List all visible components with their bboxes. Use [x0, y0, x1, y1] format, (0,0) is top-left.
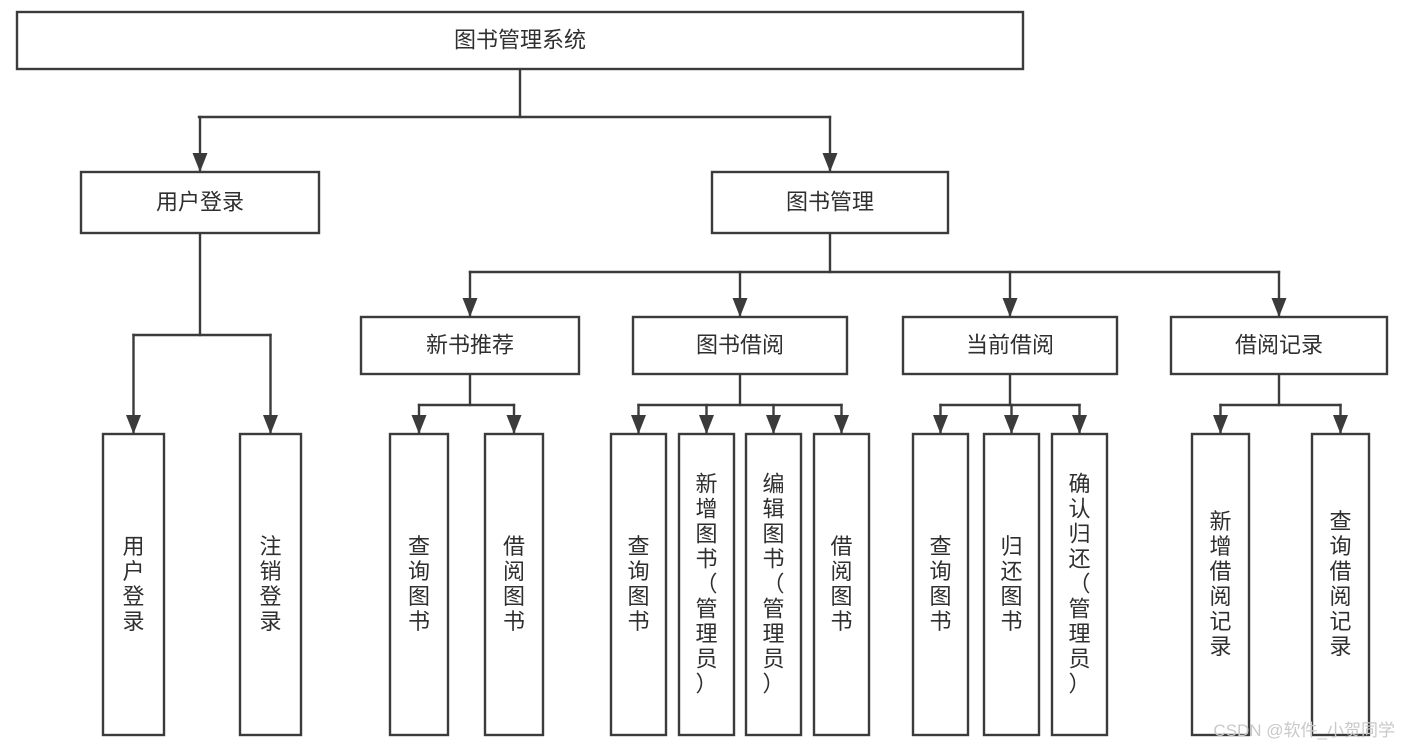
arrow-head-icon	[192, 153, 208, 172]
node-box-rect[interactable]	[359, 315, 581, 376]
arrow-head-icon	[462, 298, 478, 317]
node-label: 编辑图书（管理员）	[762, 472, 784, 697]
arrow-head-icon	[1004, 415, 1019, 434]
node-box-rect[interactable]	[1169, 315, 1389, 376]
node-label: 当前借阅	[966, 332, 1054, 357]
node-label: 用户登录	[156, 189, 244, 214]
node-label: 查询图书	[929, 534, 951, 634]
arrow-head-icon	[1333, 415, 1348, 434]
node-label: 注销登录	[259, 534, 281, 634]
node-leaf-user-logout[interactable]: 注销登录	[238, 432, 303, 737]
node-box-rect[interactable]	[15, 10, 1025, 71]
node-label: 查询图书	[627, 534, 649, 634]
nodes-layer: 图书管理系统用户登录图书管理新书推荐图书借阅当前借阅借阅记录用户登录注销登录查询…	[15, 10, 1389, 737]
node-box-rect[interactable]	[631, 315, 849, 376]
arrow-head-icon	[834, 415, 849, 434]
node-box-rect[interactable]	[710, 170, 950, 235]
node-leaf-query-book-rec[interactable]: 查询图书	[388, 432, 450, 737]
node-label: 借阅记录	[1235, 332, 1323, 357]
node-label: 借阅图书	[830, 534, 852, 634]
arrow-head-icon	[699, 415, 714, 434]
arrow-head-icon	[631, 415, 646, 434]
arrow-head-icon	[263, 415, 278, 434]
node-label: 归还图书	[1000, 534, 1022, 634]
node-box-rect[interactable]	[238, 432, 303, 737]
node-label: 图书借阅	[696, 332, 784, 357]
node-box-rect[interactable]	[483, 432, 545, 737]
node-box-rect[interactable]	[812, 432, 871, 737]
node-leaf-return-book[interactable]: 归还图书	[982, 432, 1041, 737]
node-box-rect[interactable]	[79, 170, 321, 235]
node-label: 借阅图书	[503, 534, 525, 634]
node-box-rect[interactable]	[609, 432, 668, 737]
csdn-watermark: CSDN @软件_小贺同学	[1213, 721, 1395, 740]
node-leaf-query-book-borrow[interactable]: 查询图书	[609, 432, 668, 737]
node-box-rect[interactable]	[1310, 432, 1371, 737]
node-book-borrow[interactable]: 图书借阅	[631, 315, 849, 376]
node-box-rect[interactable]	[1050, 432, 1109, 737]
node-label: 图书管理系统	[454, 27, 586, 52]
arrow-head-icon	[126, 415, 141, 434]
node-box-rect[interactable]	[911, 432, 970, 737]
node-box-rect[interactable]	[982, 432, 1041, 737]
node-leaf-add-borrow-record[interactable]: 新增借阅记录	[1190, 432, 1251, 737]
arrow-head-icon	[1213, 415, 1228, 434]
node-book-manage[interactable]: 图书管理	[710, 170, 950, 235]
node-label: 查询图书	[408, 534, 430, 634]
node-box-rect[interactable]	[901, 315, 1119, 376]
node-leaf-user-login[interactable]: 用户登录	[101, 432, 166, 737]
node-leaf-borrow-book[interactable]: 借阅图书	[812, 432, 871, 737]
node-leaf-confirm-return-admin[interactable]: 确认归还（管理员）	[1050, 432, 1109, 737]
node-box-rect[interactable]	[677, 432, 736, 737]
node-leaf-edit-book-admin[interactable]: 编辑图书（管理员）	[744, 432, 803, 737]
node-label: 确认归还（管理员）	[1068, 472, 1090, 697]
arrow-head-icon	[1072, 415, 1087, 434]
arrow-head-icon	[1271, 298, 1287, 317]
node-box-rect[interactable]	[101, 432, 166, 737]
node-leaf-borrow-book-rec[interactable]: 借阅图书	[483, 432, 545, 737]
node-current-borrow[interactable]: 当前借阅	[901, 315, 1119, 376]
node-box-rect[interactable]	[388, 432, 450, 737]
node-label: 新增图书（管理员）	[695, 472, 717, 697]
node-user-login[interactable]: 用户登录	[79, 170, 321, 235]
node-leaf-query-borrow-record[interactable]: 查询借阅记录	[1310, 432, 1371, 737]
node-box-rect[interactable]	[1190, 432, 1251, 737]
node-borrow-record[interactable]: 借阅记录	[1169, 315, 1389, 376]
connectors-layer	[126, 67, 1348, 435]
node-box-rect[interactable]	[744, 432, 803, 737]
node-root[interactable]: 图书管理系统	[15, 10, 1025, 71]
node-label: 新书推荐	[426, 332, 514, 357]
node-label: 新增借阅记录	[1209, 509, 1231, 659]
node-new-book-recommend[interactable]: 新书推荐	[359, 315, 581, 376]
arrow-head-icon	[411, 415, 427, 434]
node-label: 用户登录	[122, 534, 144, 634]
arrow-head-icon	[933, 415, 948, 434]
node-leaf-query-book-current[interactable]: 查询图书	[911, 432, 970, 737]
arrow-head-icon	[766, 415, 781, 434]
arrow-head-icon	[1002, 298, 1018, 317]
arrow-head-icon	[822, 153, 838, 172]
node-label: 查询借阅记录	[1329, 509, 1351, 659]
arrow-head-icon	[732, 298, 748, 317]
node-label: 图书管理	[786, 189, 874, 214]
node-leaf-add-book-admin[interactable]: 新增图书（管理员）	[677, 432, 736, 737]
arrow-head-icon	[506, 415, 522, 434]
